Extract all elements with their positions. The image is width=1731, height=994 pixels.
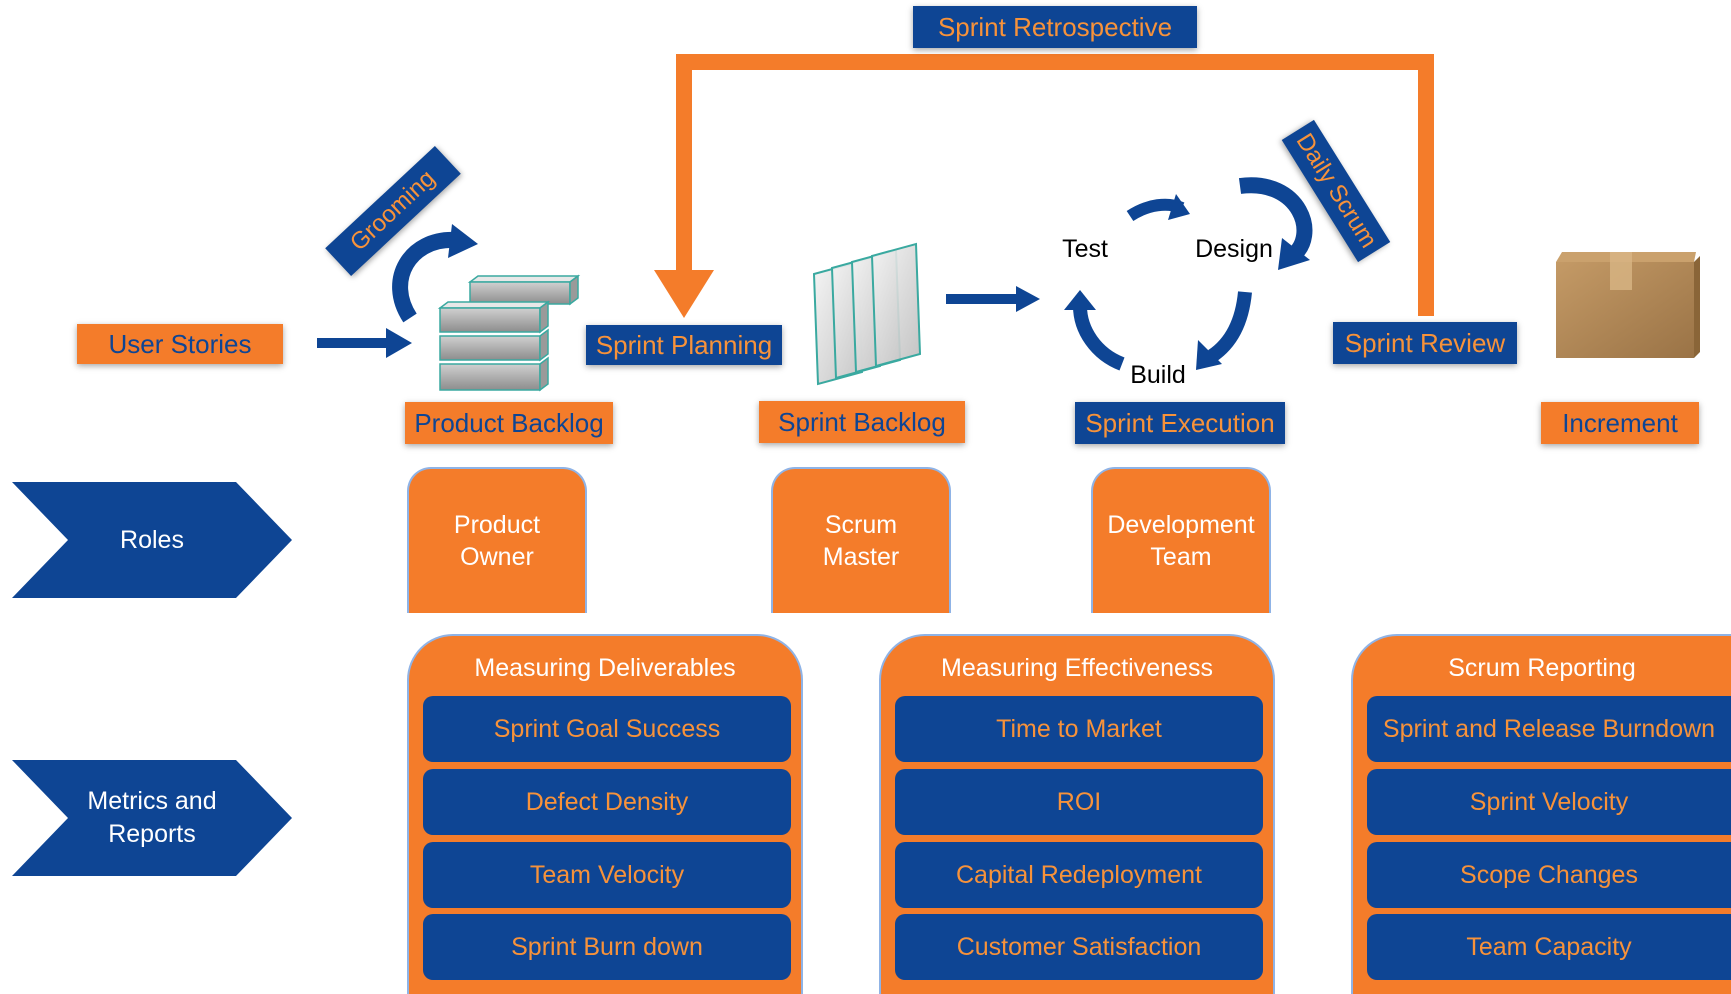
build-to-test-arrow xyxy=(1064,290,1125,371)
metric-group-measuring-effectiveness: Measuring Effectiveness Time to Market R… xyxy=(879,634,1275,994)
product-backlog-label: Product Backlog xyxy=(405,402,613,444)
metric-item: ROI xyxy=(895,769,1263,835)
role-label-line1: Product xyxy=(453,511,541,539)
retrospective-loop-arrow xyxy=(654,54,1434,318)
increment-box-icon xyxy=(1556,252,1700,358)
sprint-retrospective-label: Sprint Retrospective xyxy=(913,6,1197,48)
metric-item: Sprint and Release Burndown xyxy=(1367,696,1731,762)
metric-item: Customer Satisfaction xyxy=(895,914,1263,980)
sprint-execution-label: Sprint Execution xyxy=(1075,402,1285,444)
metric-item: Team Capacity xyxy=(1367,914,1731,980)
metric-item: Defect Density xyxy=(423,769,791,835)
design-to-build-arrow xyxy=(1196,291,1252,370)
user-stories-arrow xyxy=(317,328,412,358)
role-development-team: Development Team xyxy=(1091,467,1271,613)
metric-group-title: Scrum Reporting xyxy=(1448,654,1636,682)
daily-scrum-arrow xyxy=(1238,177,1313,270)
metric-item: Time to Market xyxy=(895,696,1263,762)
metric-item: Scope Changes xyxy=(1367,842,1731,908)
role-label-line1: Scrum xyxy=(824,511,898,539)
role-label-line1: Development xyxy=(1107,511,1255,539)
metric-item: Sprint Burn down xyxy=(423,914,791,980)
metrics-chevron-line2: Reports xyxy=(108,820,196,848)
role-product-owner: Product Owner xyxy=(407,467,587,613)
product-backlog-stack-icon xyxy=(437,274,581,392)
user-stories-label: User Stories xyxy=(77,324,283,364)
sprint-review-label: Sprint Review xyxy=(1333,322,1517,364)
role-label-line2: Master xyxy=(822,543,900,571)
metric-item: Team Velocity xyxy=(423,842,791,908)
increment-label: Increment xyxy=(1541,402,1699,444)
metric-group-title: Measuring Effectiveness xyxy=(941,654,1213,682)
metric-item: Sprint Goal Success xyxy=(423,696,791,762)
metric-item: Capital Redeployment xyxy=(895,842,1263,908)
sprint-backlog-label: Sprint Backlog xyxy=(759,401,965,443)
cycle-test-label: Test xyxy=(1062,234,1108,263)
sprint-planning-label: Sprint Planning xyxy=(586,325,782,365)
cycle-build-label: Build xyxy=(1130,360,1186,389)
metrics-chevron-line1: Metrics and xyxy=(87,787,217,815)
role-scrum-master: Scrum Master xyxy=(771,467,951,613)
metric-group-measuring-deliverables: Measuring Deliverables Sprint Goal Succe… xyxy=(407,634,803,994)
metric-group-scrum-reporting: Scrum Reporting Sprint and Release Burnd… xyxy=(1351,634,1731,994)
roles-chevron-label: Roles xyxy=(120,525,184,554)
test-to-design-arrow xyxy=(1126,194,1190,222)
execution-arrow xyxy=(946,286,1040,312)
metric-item: Sprint Velocity xyxy=(1367,769,1731,835)
role-label-line2: Owner xyxy=(460,543,534,571)
cycle-design-label: Design xyxy=(1195,234,1273,263)
role-label-line2: Team xyxy=(1150,543,1212,571)
sprint-backlog-panes-icon xyxy=(812,242,922,386)
grooming-arrow xyxy=(392,224,478,323)
metric-group-title: Measuring Deliverables xyxy=(474,654,736,682)
